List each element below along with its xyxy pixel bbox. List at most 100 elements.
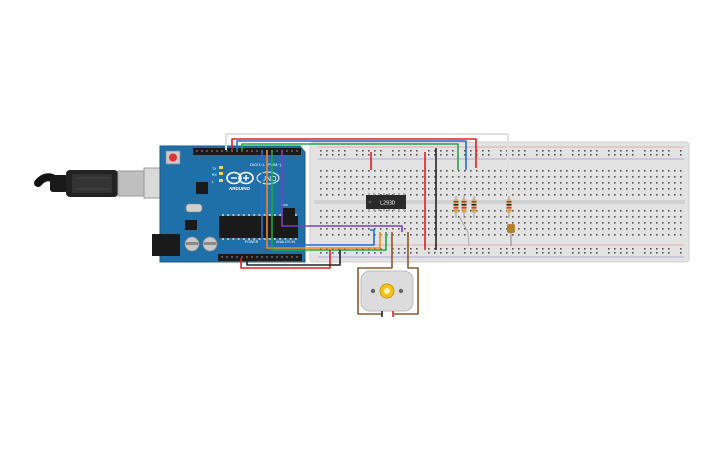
breadboard-hole — [458, 222, 460, 224]
breadboard-hole — [578, 176, 580, 178]
breadboard-hole — [626, 188, 628, 190]
wire-purple — [281, 150, 403, 232]
breadboard-rail-hole — [632, 150, 634, 152]
header-pin — [231, 150, 233, 152]
breadboard-hole — [494, 228, 496, 230]
breadboard-hole — [536, 228, 538, 230]
resistor-4[interactable] — [506, 196, 512, 218]
breadboard-hole — [320, 170, 322, 172]
breadboard-hole — [560, 234, 562, 236]
breadboard-hole — [440, 170, 442, 172]
l293d-ic[interactable]: L293D — [366, 193, 406, 211]
breadboard-hole — [590, 176, 592, 178]
breadboard-rail-hole — [332, 252, 334, 254]
breadboard-hole — [644, 228, 646, 230]
breadboard-hole — [488, 210, 490, 212]
breadboard-rail-hole — [326, 248, 328, 250]
breadboard-rail-hole — [500, 252, 502, 254]
chip-pin — [279, 238, 282, 240]
breadboard-hole — [608, 182, 610, 184]
power-analog-header[interactable] — [218, 254, 302, 261]
breadboard-hole — [536, 170, 538, 172]
breadboard-rail-hole — [548, 248, 550, 250]
breadboard-rail-hole — [662, 154, 664, 156]
header-pin — [246, 256, 248, 258]
breadboard-hole — [362, 216, 364, 218]
breadboard-hole — [572, 216, 574, 218]
breadboard-hole — [356, 176, 358, 178]
breadboard-rail-hole — [620, 150, 622, 152]
breadboard-hole — [470, 228, 472, 230]
chip-pin — [279, 214, 282, 216]
breadboard-hole — [368, 176, 370, 178]
breadboard-hole — [512, 234, 514, 236]
capacitor[interactable] — [507, 224, 515, 246]
chip-pin — [237, 238, 240, 240]
ic-pin — [393, 193, 395, 195]
breadboard-hole — [596, 228, 598, 230]
breadboard-hole — [626, 228, 628, 230]
resistor-2[interactable] — [461, 196, 467, 218]
breadboard-rail-hole — [680, 252, 682, 254]
breadboard-rail-hole — [542, 150, 544, 152]
breadboard-rail-hole — [482, 154, 484, 156]
breadboard-hole — [362, 210, 364, 212]
breadboard-hole — [584, 234, 586, 236]
breadboard-hole — [644, 234, 646, 236]
breadboard-hole — [620, 176, 622, 178]
breadboard-hole — [536, 176, 538, 178]
breadboard-rail-hole — [584, 248, 586, 250]
breadboard-hole — [374, 222, 376, 224]
usb-cable[interactable] — [34, 170, 145, 197]
header-pin — [276, 150, 278, 152]
breadboard-rail-hole — [338, 150, 340, 152]
header-pin — [251, 256, 253, 258]
breadboard-hole — [374, 188, 376, 190]
breadboard-hole — [350, 234, 352, 236]
breadboard-hole — [632, 176, 634, 178]
breadboard-hole — [386, 210, 388, 212]
breadboard-hole — [644, 216, 646, 218]
breadboard[interactable] — [309, 141, 690, 263]
breadboard-hole — [488, 194, 490, 196]
breadboard-hole — [584, 216, 586, 218]
breadboard-hole — [458, 182, 460, 184]
breadboard-rail-hole — [380, 248, 382, 250]
breadboard-hole — [680, 170, 682, 172]
ic-pin — [373, 193, 375, 195]
digital-header[interactable] — [193, 148, 301, 155]
breadboard-hole — [602, 188, 604, 190]
reset-button[interactable] — [165, 150, 181, 165]
wires[interactable] — [225, 133, 509, 315]
breadboard-hole — [344, 182, 346, 184]
breadboard-rail-hole — [524, 154, 526, 156]
arduino-uno-board[interactable]: ARDUINO UNO DIGITAL (PWM~) TX RX L ON IC… — [152, 145, 306, 263]
header-pin — [296, 150, 298, 152]
breadboard-hole — [518, 182, 520, 184]
breadboard-hole — [632, 188, 634, 190]
breadboard-rail-hole — [680, 248, 682, 250]
breadboard-hole — [482, 210, 484, 212]
breadboard-hole — [410, 170, 412, 172]
breadboard-hole — [584, 222, 586, 224]
breadboard-hole — [356, 216, 358, 218]
resistor-3[interactable] — [471, 196, 477, 218]
breadboard-rail-hole — [524, 150, 526, 152]
breadboard-rail-hole — [662, 150, 664, 152]
breadboard-hole — [464, 234, 466, 236]
resistor-1[interactable] — [453, 196, 459, 218]
breadboard-rail-hole — [374, 248, 376, 250]
breadboard-rail-hole — [608, 150, 610, 152]
breadboard-hole — [350, 216, 352, 218]
icsp-label: ICSP — [281, 203, 288, 207]
breadboard-hole — [626, 182, 628, 184]
breadboard-hole — [668, 182, 670, 184]
breadboard-rail-hole — [572, 248, 574, 250]
breadboard-rail-hole — [392, 150, 394, 152]
dc-motor[interactable] — [360, 270, 414, 317]
breadboard-hole — [482, 170, 484, 172]
breadboard-hole — [542, 210, 544, 212]
chip-pin — [232, 238, 235, 240]
breadboard-hole — [608, 234, 610, 236]
breadboard-hole — [596, 222, 598, 224]
